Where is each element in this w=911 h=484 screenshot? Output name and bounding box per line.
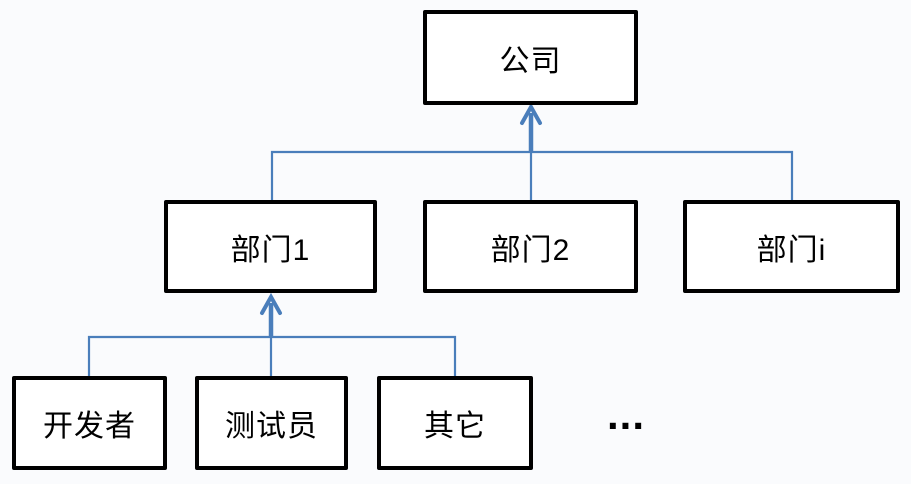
node-developer-label: 开发者 bbox=[43, 410, 136, 443]
node-dept2: 部门2 bbox=[423, 200, 638, 293]
arrow-to-company-head bbox=[520, 102, 542, 125]
node-tester-label: 测试员 bbox=[225, 410, 318, 443]
node-other-label: 其它 bbox=[424, 410, 486, 443]
node-other: 其它 bbox=[377, 376, 533, 470]
node-dept-i: 部门i bbox=[683, 200, 900, 293]
node-developer: 开发者 bbox=[12, 376, 167, 470]
node-company-label: 公司 bbox=[499, 44, 562, 78]
node-dept-i-label: 部门i bbox=[756, 233, 827, 267]
arrow-to-dept1-head bbox=[260, 292, 282, 315]
node-dept2-label: 部门2 bbox=[490, 233, 571, 267]
node-dept1: 部门1 bbox=[164, 200, 377, 293]
more-roles-ellipsis: ... bbox=[606, 391, 645, 438]
node-company: 公司 bbox=[423, 10, 638, 105]
node-dept1-label: 部门1 bbox=[230, 233, 311, 267]
node-tester: 测试员 bbox=[195, 376, 348, 470]
